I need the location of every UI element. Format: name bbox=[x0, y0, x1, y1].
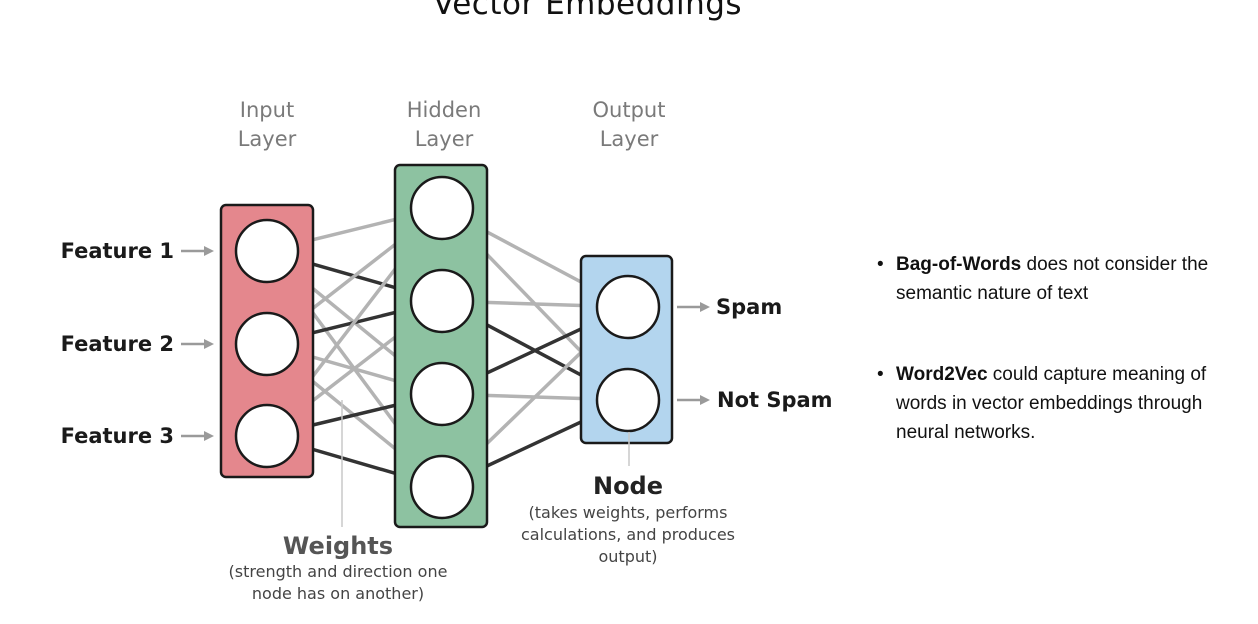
output-layer-label-line2: Layer bbox=[600, 127, 659, 151]
input-layer-label-line1: Input bbox=[240, 98, 294, 122]
note-word2vec-text: could capture meaning of words in vector… bbox=[896, 364, 1207, 443]
neuron-node bbox=[409, 454, 475, 520]
hidden-layer-box bbox=[393, 163, 489, 529]
neuron-node bbox=[409, 268, 475, 334]
neuron-node bbox=[234, 218, 300, 284]
weights-caption-title: Weights bbox=[283, 532, 393, 560]
feature-1-arrowhead bbox=[204, 246, 214, 256]
note-bag-of-words-text: does not consider the semantic nature of… bbox=[896, 254, 1209, 304]
output-layer-label-line1: Output bbox=[593, 98, 666, 122]
note-word2vec-term: Word2Vec bbox=[896, 364, 988, 385]
bullet-icon: • bbox=[877, 364, 884, 385]
note-bag-of-words-term: Bag-of-Words bbox=[896, 254, 1022, 275]
neuron-node bbox=[595, 274, 661, 340]
node-caption-line3: output) bbox=[598, 547, 657, 566]
notes-list: • Bag-of-Words does not consider the sem… bbox=[873, 250, 1243, 499]
spam-arrowhead bbox=[700, 302, 710, 312]
weights-caption-line2: node has on another) bbox=[252, 584, 424, 603]
feature-3-arrowhead bbox=[204, 431, 214, 441]
node-caption-line2: calculations, and produces bbox=[521, 525, 735, 544]
note-bag-of-words: • Bag-of-Words does not consider the sem… bbox=[873, 250, 1243, 308]
nodes bbox=[234, 175, 661, 520]
neuron-node bbox=[595, 367, 661, 433]
neuron-node bbox=[234, 403, 300, 469]
page-title: Vector Embeddings bbox=[432, 0, 743, 22]
neuron-node bbox=[234, 311, 300, 377]
note-word2vec: • Word2Vec could capture meaning of word… bbox=[873, 360, 1243, 447]
hidden-layer-label-line1: Hidden bbox=[407, 98, 482, 122]
feature-3-label: Feature 3 bbox=[61, 424, 174, 448]
weights-caption-line1: (strength and direction one bbox=[229, 562, 448, 581]
bullet-icon: • bbox=[877, 254, 884, 275]
hidden-layer-label-line2: Layer bbox=[415, 127, 474, 151]
node-caption-title: Node bbox=[593, 472, 663, 500]
feature-1-label: Feature 1 bbox=[61, 239, 174, 263]
neuron-node bbox=[409, 175, 475, 241]
neural-network-diagram: Input Layer Hidden Layer Output Layer Fe… bbox=[61, 98, 833, 603]
node-caption-line1: (takes weights, performs bbox=[529, 503, 728, 522]
neuron-node bbox=[409, 361, 475, 427]
not-spam-label: Not Spam bbox=[717, 388, 833, 412]
feature-2-arrowhead bbox=[204, 339, 214, 349]
input-layer-label-line2: Layer bbox=[238, 127, 297, 151]
not-spam-arrowhead bbox=[700, 395, 710, 405]
spam-label: Spam bbox=[716, 295, 782, 319]
feature-2-label: Feature 2 bbox=[61, 332, 174, 356]
